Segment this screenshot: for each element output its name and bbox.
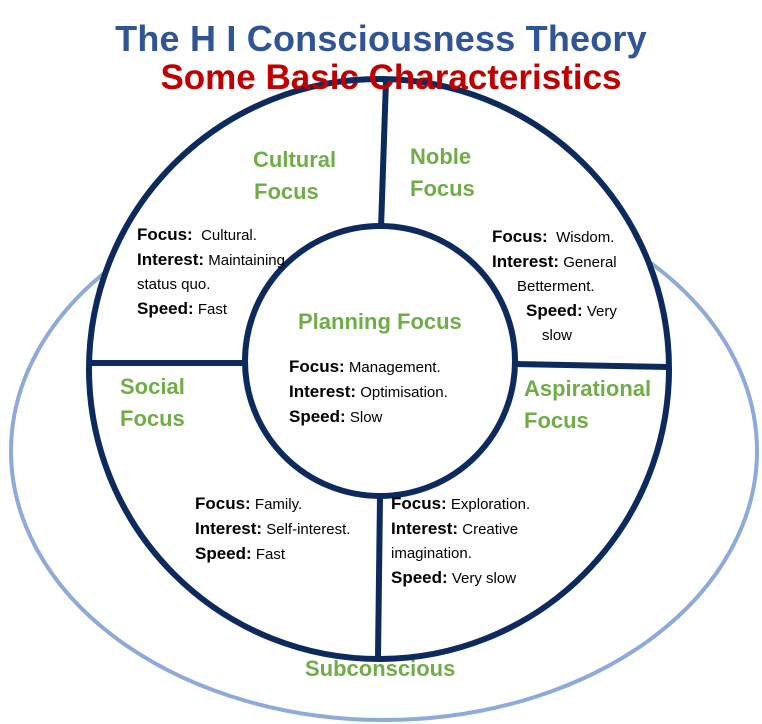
- interest-value-cont: imagination.: [391, 545, 472, 562]
- focus-value: Management.: [348, 359, 441, 376]
- speed-label: Speed:: [391, 568, 448, 587]
- speed-value-cont: slow: [542, 327, 573, 344]
- interest-value: Creative: [462, 521, 519, 538]
- speed-value: Fast: [255, 546, 286, 563]
- planning-focus-info: Focus: Management. Interest: Optimisatio…: [289, 355, 448, 430]
- focus-value: Cultural.: [201, 227, 257, 244]
- social-focus-title: Social Focus: [120, 374, 185, 431]
- focus-label: Focus:: [391, 494, 447, 513]
- cultural-focus-info: Focus: Cultural. Interest: Maintaining s…: [137, 223, 285, 322]
- speed-value: Very slow: [451, 570, 517, 587]
- focus-label: Focus:: [492, 227, 548, 246]
- focus-label: Focus:: [137, 225, 193, 244]
- divider-bottom: [375, 495, 383, 659]
- diagram-title: The H I Consciousness Theory: [115, 18, 647, 59]
- subconscious-label: Subconscious: [305, 656, 456, 681]
- divider-right: [514, 361, 669, 370]
- speed-label: Speed:: [526, 301, 583, 320]
- aspirational-focus-title: Aspirational Focus: [524, 376, 652, 433]
- noble-focus-info: Focus: Wisdom. Interest: General Betterm…: [492, 225, 617, 348]
- interest-label: Interest:: [195, 519, 263, 538]
- speed-value: Fast: [197, 301, 228, 318]
- speed-label: Speed:: [195, 544, 252, 563]
- divider-top: [378, 79, 389, 229]
- interest-value-cont: status quo.: [137, 276, 211, 293]
- interest-value: Optimisation.: [360, 384, 448, 401]
- aspirational-focus-info: Focus: Exploration. Interest: Creative i…: [391, 492, 530, 591]
- noble-focus-title: Noble Focus: [410, 144, 475, 201]
- interest-label: Interest:: [137, 250, 205, 269]
- speed-value: Slow: [349, 409, 383, 426]
- focus-label: Focus:: [195, 494, 251, 513]
- interest-label: Interest:: [391, 519, 459, 538]
- interest-value: Maintaining: [208, 252, 285, 269]
- interest-value: Self-interest.: [266, 521, 351, 538]
- inner-circle: [242, 223, 518, 499]
- focus-label: Focus:: [289, 357, 345, 376]
- focus-value: Wisdom.: [556, 229, 615, 246]
- interest-value: General: [563, 254, 617, 271]
- cultural-focus-title: Cultural Focus: [253, 147, 337, 204]
- diagram-subtitle: Some Basic Characteristics: [160, 58, 622, 97]
- interest-value-cont: Betterment.: [517, 278, 595, 295]
- planning-focus-title: Planning Focus: [298, 309, 462, 334]
- focus-value: Exploration.: [450, 496, 531, 513]
- interest-label: Interest:: [289, 382, 357, 401]
- speed-value: Very: [586, 303, 617, 320]
- speed-label: Speed:: [289, 407, 346, 426]
- speed-label: Speed:: [137, 299, 194, 318]
- social-focus-info: Focus: Family. Interest: Self-interest. …: [195, 492, 350, 567]
- focus-value: Family.: [254, 496, 303, 513]
- interest-label: Interest:: [492, 252, 560, 271]
